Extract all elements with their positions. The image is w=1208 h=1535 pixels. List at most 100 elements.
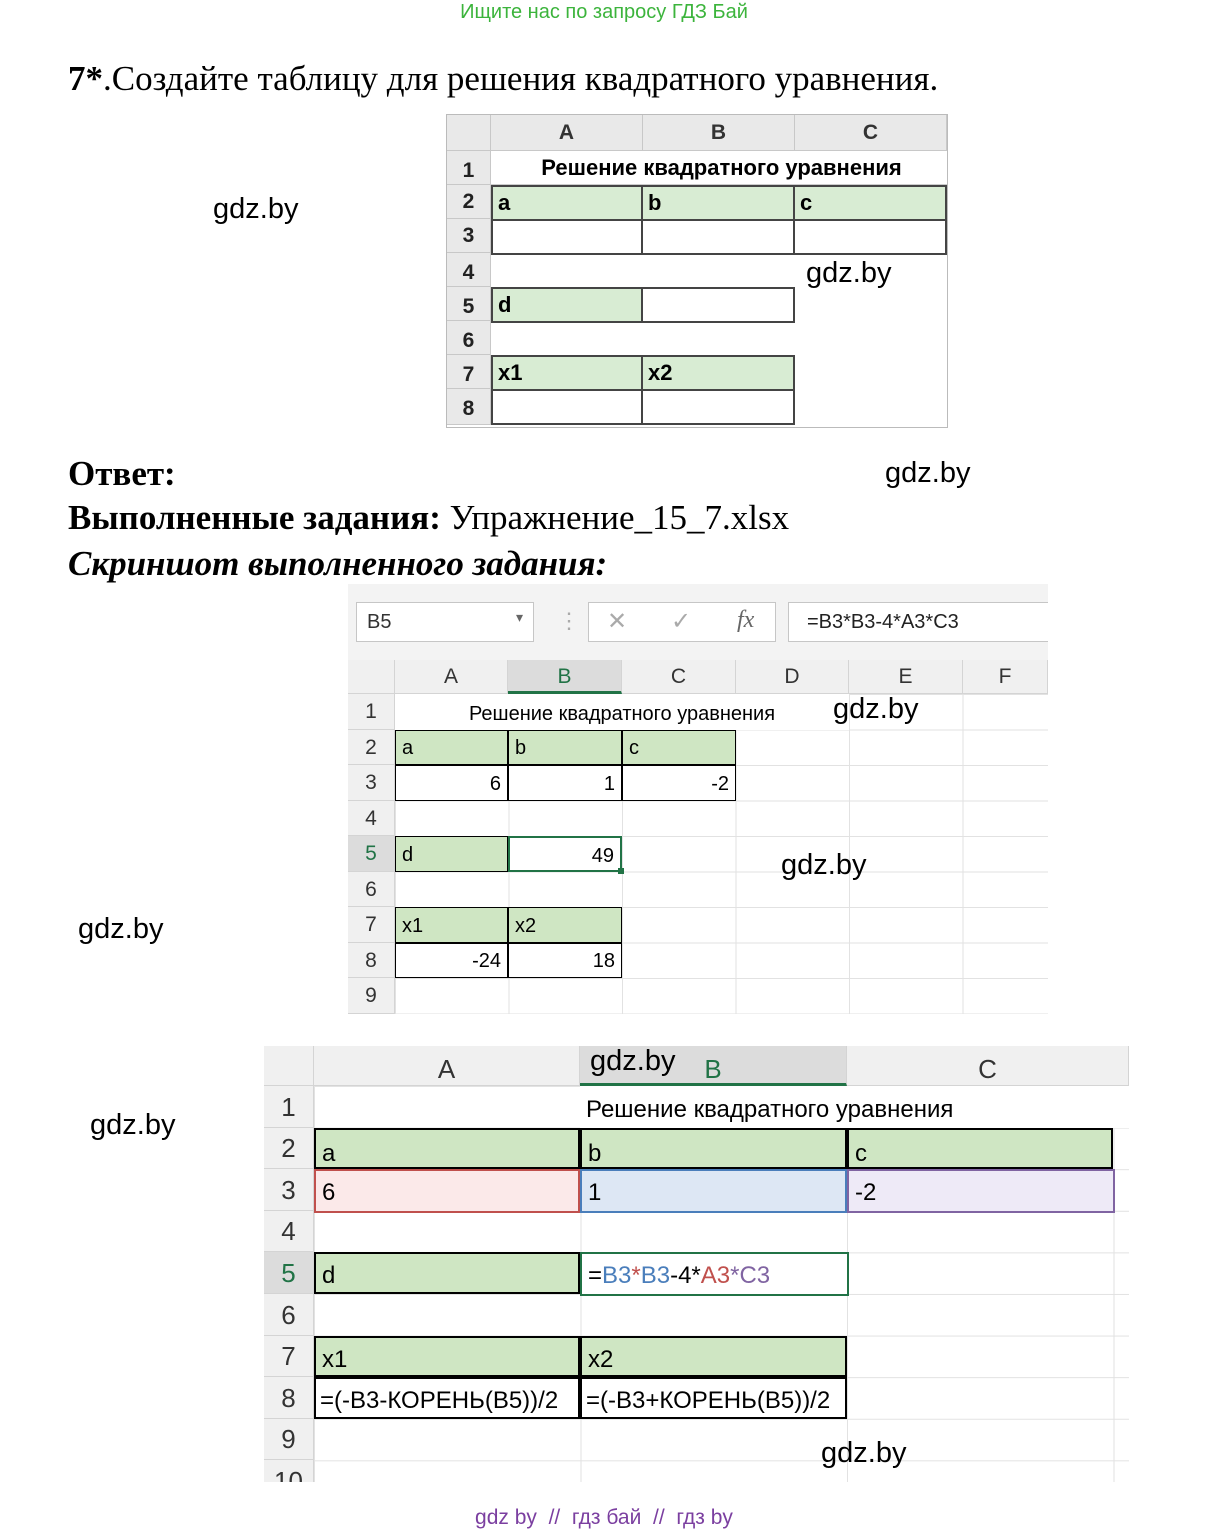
cell-b2[interactable]: b — [580, 1128, 847, 1169]
row-header[interactable]: 4 — [264, 1211, 314, 1252]
cell-b8[interactable]: 18 — [508, 943, 622, 978]
col-header-c[interactable]: C — [622, 660, 736, 694]
function-icon[interactable]: fx — [737, 607, 755, 633]
name-box[interactable]: B5 ▾ — [356, 602, 534, 642]
watermark: gdz.by — [590, 1045, 676, 1077]
cell-b5-editing[interactable]: =B3*B3-4*A3*C3 — [580, 1252, 849, 1296]
formula-ref-b3: B3 — [640, 1262, 671, 1289]
cell-a5[interactable]: d — [395, 836, 508, 872]
row-header[interactable]: 4 — [348, 801, 395, 836]
row-header[interactable]: 6 — [348, 872, 395, 907]
row-header[interactable]: 1 — [348, 694, 395, 730]
enter-icon[interactable]: ✓ — [671, 608, 692, 635]
formula-input[interactable]: =B3*B3-4*A3*C3 — [788, 602, 1048, 642]
row-header: 3 — [447, 219, 491, 253]
row-header[interactable]: 1 — [264, 1086, 314, 1128]
col-header-d[interactable]: D — [736, 660, 849, 694]
more-icon: ⋮ — [558, 608, 580, 633]
cell-a8[interactable]: -24 — [395, 943, 508, 978]
label-a: a — [491, 185, 643, 221]
formula-buttons: ✕ ✓ fx — [588, 602, 776, 642]
cell-c3[interactable]: -2 — [622, 765, 736, 801]
row-header: 6 — [447, 321, 491, 355]
row-header[interactable]: 10 — [264, 1460, 314, 1482]
cell-b3[interactable]: 1 — [508, 765, 622, 801]
col-header-e[interactable]: E — [849, 660, 963, 694]
row-header[interactable]: 8 — [264, 1377, 314, 1419]
watermark: gdz.by — [821, 1437, 907, 1469]
cell-b5-selected[interactable]: 49 — [508, 836, 622, 872]
row-header[interactable]: 9 — [348, 978, 395, 1014]
col-header-b[interactable]: B — [580, 1046, 847, 1086]
task-heading: 7*.Создайте таблицу для решения квадратн… — [68, 58, 938, 100]
cell-a3[interactable]: 6 — [395, 765, 508, 801]
cell-a8-formula[interactable]: =(-B3-КОРЕНЬ(B5))/2 — [314, 1377, 580, 1419]
corner-cell[interactable] — [348, 660, 395, 694]
task-text: .Создайте таблицу для решения квадратног… — [103, 59, 939, 98]
top-banner[interactable]: Ищите нас по запросу ГДЗ Бай — [460, 1, 748, 23]
value-a — [491, 219, 643, 255]
value-c — [793, 219, 947, 255]
footer-watermark: gdz by // гдз бай // гдз by — [475, 1506, 733, 1529]
toolbar-strip — [264, 1018, 1129, 1047]
cell-b3-ref[interactable]: 1 — [580, 1169, 847, 1213]
row-header[interactable]: 9 — [264, 1419, 314, 1460]
value-b — [641, 219, 795, 255]
title-cell: Решение квадратного уравнения — [491, 151, 947, 185]
cell-a5[interactable]: d — [314, 1252, 580, 1294]
cell-c3-ref[interactable]: -2 — [847, 1169, 1115, 1213]
label-x1: x1 — [491, 355, 643, 391]
row-header: 7 — [447, 355, 491, 389]
row-header[interactable]: 3 — [264, 1169, 314, 1211]
row-header[interactable]: 7 — [264, 1336, 314, 1377]
col-header-a[interactable]: A — [395, 660, 508, 694]
title-cell[interactable]: Решение квадратного уравнения — [395, 694, 849, 730]
chevron-down-icon[interactable]: ▾ — [515, 609, 523, 625]
cell-a2[interactable]: a — [395, 730, 508, 765]
cell-a7[interactable]: x1 — [314, 1336, 580, 1377]
watermark: gdz.by — [90, 1109, 176, 1141]
cell-b7[interactable]: x2 — [580, 1336, 847, 1377]
cell-b7[interactable]: x2 — [508, 907, 622, 943]
col-header-c: C — [795, 115, 947, 151]
row-header[interactable]: 5 — [348, 836, 395, 872]
col-header-c[interactable]: C — [847, 1046, 1129, 1086]
row-header[interactable]: 2 — [348, 730, 395, 765]
row-header[interactable]: 7 — [348, 907, 395, 943]
answer-label: Ответ: — [68, 454, 176, 493]
cell-a3-ref[interactable]: 6 — [314, 1169, 580, 1213]
col-header-b[interactable]: B — [508, 660, 622, 694]
corner-cell — [447, 115, 491, 151]
cell-a7[interactable]: x1 — [395, 907, 508, 943]
cell-c2[interactable]: c — [622, 730, 736, 765]
fill-handle[interactable] — [618, 868, 624, 874]
row-header[interactable]: 2 — [264, 1128, 314, 1169]
row-header: 2 — [447, 185, 491, 219]
row-header[interactable]: 5 — [264, 1252, 314, 1294]
col-header-a: A — [491, 115, 643, 151]
title-cell[interactable]: Решение квадратного уравнения — [580, 1086, 1129, 1128]
cell-c2[interactable]: c — [847, 1128, 1113, 1169]
cell-a2[interactable]: a — [314, 1128, 580, 1169]
cancel-icon[interactable]: ✕ — [607, 608, 628, 635]
row-header[interactable]: 3 — [348, 765, 395, 801]
corner-cell[interactable] — [264, 1046, 314, 1086]
col-header-f[interactable]: F — [963, 660, 1048, 694]
row-header[interactable]: 8 — [348, 943, 395, 978]
cell-b2[interactable]: b — [508, 730, 622, 765]
formula-part: * — [730, 1262, 740, 1289]
done-line: Выполненные задания: Упражнение_15_7.xls… — [68, 496, 789, 540]
cell-b8-formula[interactable]: =(-B3+КОРЕНЬ(B5))/2 — [580, 1377, 847, 1419]
value-d — [641, 287, 795, 323]
row-header[interactable]: 6 — [264, 1294, 314, 1336]
task-spreadsheet: A B C 1 2 3 4 5 6 7 8 Решение квадратног… — [446, 114, 948, 428]
col-header-a[interactable]: A — [314, 1046, 580, 1086]
label-x2: x2 — [641, 355, 795, 391]
row-header: 5 — [447, 287, 491, 321]
name-box-value: B5 — [367, 611, 392, 633]
done-label: Выполненные задания: — [68, 498, 441, 537]
label-b: b — [641, 185, 795, 221]
value-x1 — [491, 389, 643, 425]
formula-part: = — [588, 1262, 603, 1289]
row-header: 4 — [447, 253, 491, 287]
